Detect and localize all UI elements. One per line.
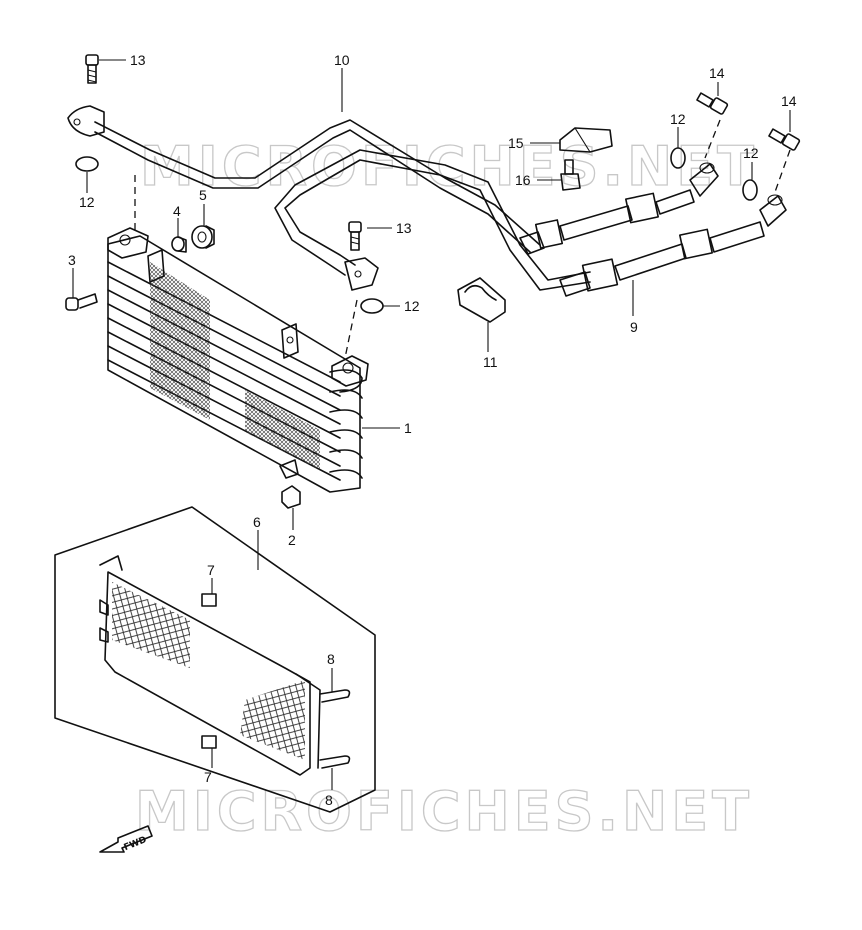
bolt-16 bbox=[560, 159, 581, 191]
callout-16: 16 bbox=[515, 172, 531, 188]
watermark-bottom: MICROFICHES.NET bbox=[135, 780, 753, 843]
callout-12-upper-left: 12 bbox=[79, 194, 95, 210]
callout-7-lower: 7 bbox=[204, 769, 212, 785]
callout-13-top: 13 bbox=[130, 52, 146, 68]
bolt-13-upper bbox=[85, 54, 99, 84]
clamp-11 bbox=[457, 277, 506, 323]
callout-5: 5 bbox=[199, 187, 207, 203]
callout-12-middle: 12 bbox=[404, 298, 420, 314]
callout-12-hose-lower: 12 bbox=[743, 145, 759, 161]
cooler-guard-box bbox=[54, 506, 376, 813]
callout-4: 4 bbox=[173, 203, 181, 219]
clip-2 bbox=[281, 485, 301, 509]
callout-14-left: 14 bbox=[709, 65, 725, 81]
o-ring-12-d bbox=[742, 179, 758, 201]
oil-hose-lower bbox=[559, 194, 787, 297]
callout-13-middle: 13 bbox=[396, 220, 412, 236]
bolt-3 bbox=[65, 293, 98, 311]
callout-8-upper: 8 bbox=[327, 651, 335, 667]
callout-11: 11 bbox=[483, 354, 498, 370]
clip-7-upper bbox=[201, 593, 217, 607]
fwd-label: FWD bbox=[123, 835, 149, 853]
callout-6: 6 bbox=[253, 514, 261, 530]
callout-14-right: 14 bbox=[781, 93, 797, 109]
callout-1: 1 bbox=[404, 420, 412, 436]
callout-15: 15 bbox=[508, 135, 524, 151]
oil-pipe-upper bbox=[67, 105, 541, 253]
oil-cooler-core bbox=[107, 227, 369, 493]
clip-7-lower bbox=[201, 735, 217, 749]
grommet-5 bbox=[191, 225, 215, 249]
o-ring-12-b bbox=[360, 298, 384, 314]
callout-2: 2 bbox=[288, 532, 296, 548]
bolt-13-lower bbox=[348, 221, 362, 251]
bracket-15 bbox=[559, 127, 613, 153]
alignment-line-outlet bbox=[344, 299, 358, 359]
callout-12-hose-upper: 12 bbox=[670, 111, 686, 127]
callout-7-upper: 7 bbox=[207, 562, 215, 578]
callout-3: 3 bbox=[68, 252, 76, 268]
alignment-line-bolt-right bbox=[774, 149, 791, 193]
callout-10: 10 bbox=[334, 52, 350, 68]
oil-hose-upper bbox=[519, 162, 719, 255]
leader-lines bbox=[72, 59, 791, 790]
bolt-14-left bbox=[696, 92, 729, 115]
collar-4 bbox=[171, 236, 187, 253]
callout-9: 9 bbox=[630, 319, 638, 335]
oil-pipe-lower bbox=[274, 149, 591, 291]
alignment-line-bolt-left bbox=[704, 119, 721, 159]
bolt-14-right bbox=[768, 128, 801, 151]
o-ring-12-a bbox=[75, 156, 99, 172]
callout-8-lower: 8 bbox=[325, 792, 333, 808]
